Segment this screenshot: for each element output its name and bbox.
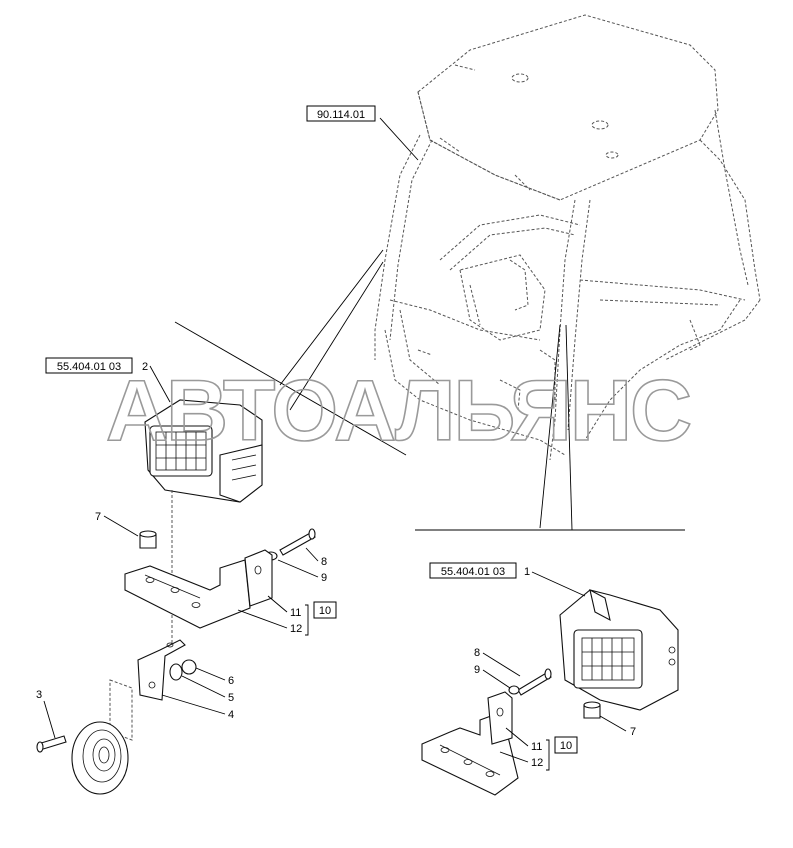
left-kit-box [313, 601, 337, 619]
callout-left-screw: 3 [36, 689, 42, 701]
left-horn [36, 679, 133, 795]
callout-right-lamp: 1 [524, 566, 530, 578]
ref-lamp-left-box: 55.404.01 03 [45, 357, 133, 374]
watermark-text: АВТОАЛЬЯНС [106, 363, 690, 459]
right-bracket [421, 691, 519, 796]
callouts-left: 2 7 8 9 11 12 10 6 5 4 3 [36, 361, 337, 739]
callout-right-bolt: 8 [474, 647, 480, 659]
callout-right-washer: 9 [474, 664, 480, 676]
callout-left-support: 4 [228, 709, 234, 721]
callout-right-spacer: 11 [531, 741, 542, 753]
callouts-right: 1 8 9 7 11 12 10 [474, 566, 636, 771]
callout-right-bracket: 12 [531, 757, 543, 769]
ref-lamp-right-box: 55.404.01 03 [429, 562, 517, 579]
right-kit-box [554, 736, 578, 754]
left-support [137, 639, 186, 701]
left-nut-washer [169, 659, 197, 681]
ref-lamp-left-label: 55.404.01 03 [57, 361, 121, 373]
callout-left-nut: 6 [228, 675, 234, 687]
callout-left-bracket: 12 [290, 623, 302, 635]
left-kit-bracket [305, 604, 309, 636]
callout-right-kit: 10 [560, 740, 572, 752]
callout-left-bolt: 8 [321, 556, 327, 568]
ref-cab-box: 90.114.01 [306, 105, 376, 122]
callout-left-kit: 10 [319, 605, 331, 617]
cab-outline [374, 14, 761, 461]
callout-left-spacer: 11 [290, 607, 301, 619]
callout-right-cap: 7 [630, 726, 636, 738]
right-kit-bracket [546, 739, 550, 771]
left-cap [139, 530, 157, 549]
left-bracket [124, 549, 273, 629]
right-cap [583, 701, 601, 719]
ref-cab-label: 90.114.01 [317, 109, 365, 121]
ref-lamp-right-label: 55.404.01 03 [441, 566, 505, 578]
callout-left-lamp: 2 [142, 361, 148, 373]
callout-left-washer-mid: 5 [228, 692, 234, 704]
right-work-lamp [559, 588, 679, 711]
callout-left-washer: 9 [321, 572, 327, 584]
callout-left-cap: 7 [95, 511, 101, 523]
left-work-lamp [144, 399, 263, 503]
right-bolt-washer [508, 668, 552, 696]
cab-leader-lines [174, 117, 685, 531]
